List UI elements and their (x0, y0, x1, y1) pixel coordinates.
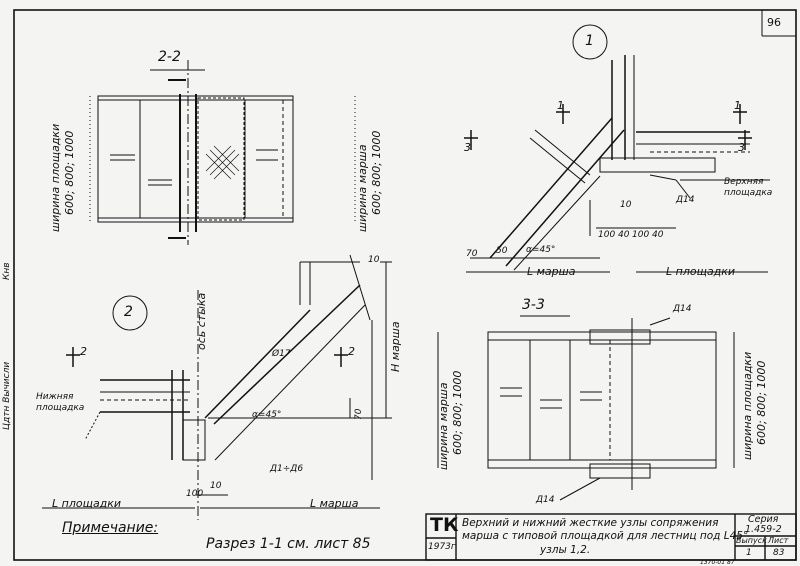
node-1-drawing (464, 24, 770, 273)
node-1-circle (572, 24, 608, 60)
node-1-l-march: L марша (527, 265, 576, 278)
node-1-dim-50: 50 (496, 246, 508, 256)
title-block-lines (425, 513, 797, 561)
node-2-axis-label: ось стыка (195, 292, 208, 350)
section-2-2-width-platform-values: 600; 800; 1000 (63, 130, 76, 215)
node-2-lower-platform-1: Нижняя (36, 392, 74, 402)
title-series-value: 1.459-2 (745, 524, 782, 535)
section-3-3-weld-bottom: Д14 (536, 495, 555, 505)
node-1-cut-1-label: 1 (557, 99, 564, 112)
node-1-cut-3-label: 3 (464, 141, 471, 154)
node-2-dim-10-bottom: 10 (210, 481, 222, 491)
section-2-2-width-march-values: 600; 800; 1000 (370, 130, 383, 215)
section-2-2-drawing (89, 60, 356, 245)
title-sheet-label: Лист (768, 536, 789, 545)
node-2-cut-2-right: 2 (348, 345, 355, 358)
node-2-l-march: L марша (310, 497, 359, 510)
node-1-l-platform: L площадки (666, 265, 736, 278)
node-2-l-platform: L площадки (52, 497, 122, 510)
margin-text: Цдтн Вычисли (2, 361, 12, 430)
title-doc-number: 1370-01 87 (700, 560, 735, 566)
node-1-cut-1-right: 1 (734, 99, 741, 112)
section-3-3-width-march: ширина марша (437, 382, 450, 470)
node-2-dim-100: 100 (186, 489, 204, 499)
section-3-3-weld-top: Д14 (673, 304, 692, 314)
node-1-upper-platform-2: площадка (724, 188, 773, 198)
page-number: 96 (767, 16, 781, 29)
node-2-h-march: Н марша (389, 321, 402, 372)
note-text: Разрез 1-1 см. лист 85 (206, 536, 371, 552)
section-2-2-width-platform: ширина площадки (49, 123, 62, 232)
node-1-weld-label: Д14 (676, 195, 695, 205)
title-issue-label: Выпуск (736, 536, 767, 545)
section-3-3-drawing (437, 315, 735, 501)
title-description-2: марша с типовой площадкой для лестниц по… (462, 530, 749, 542)
section-3-3-width-platform: ширина площадки (741, 351, 754, 460)
node-2-angle: α=45° (252, 410, 282, 420)
section-3-3-width-march-values: 600; 800; 1000 (451, 370, 464, 455)
title-logo: ТК (430, 514, 459, 536)
node-2-weld-label: Д1÷Д6 (270, 464, 304, 474)
margin-small-text: Кнв (2, 262, 12, 280)
node-1-cut-3-right: 3 (738, 141, 745, 154)
node-1-dim-40b: 40 (652, 230, 664, 240)
title-series-label: Серия (748, 514, 779, 525)
node-2-lower-platform-2: площадка (36, 403, 85, 413)
node-1-dim-10: 10 (620, 200, 632, 210)
node-1-angle: α=45° (526, 245, 556, 255)
node-2-number: 2 (124, 304, 133, 320)
section-2-2-width-march: ширина марша (356, 144, 369, 232)
node-1-dim-40a: 40 (618, 230, 630, 240)
title-issue-value: 1 (746, 548, 752, 558)
node-2-dim-70: 70 (354, 408, 364, 420)
section-3-3-width-platform-values: 600; 800; 1000 (755, 360, 768, 445)
node-2-dim-10-top: 10 (368, 255, 380, 265)
section-2-2-title: 2-2 (158, 49, 181, 65)
sheet-frame (13, 9, 797, 561)
node-2-dim-bolt: Ø17 (272, 349, 291, 359)
node-2-cut-2-label: 2 (80, 345, 87, 358)
title-sheet-value: 83 (773, 548, 785, 558)
node-1-number: 1 (585, 33, 594, 49)
note-label: Примечание: (62, 520, 159, 536)
title-description-3: узлы 1,2. (540, 544, 591, 556)
node-2-drawing (42, 254, 392, 520)
section-3-3-title: 3-3 (522, 297, 545, 313)
node-2-circle (112, 295, 148, 331)
node-1-dim-100a: 100 (598, 230, 616, 240)
title-description-1: Верхний и нижний жесткие узлы сопряжения (462, 517, 719, 529)
node-1-dim-100b: 100 (632, 230, 650, 240)
title-year: 1973г (428, 542, 456, 552)
node-1-upper-platform-1: Верхняя (724, 177, 764, 187)
node-1-dim-70: 70 (466, 249, 478, 259)
